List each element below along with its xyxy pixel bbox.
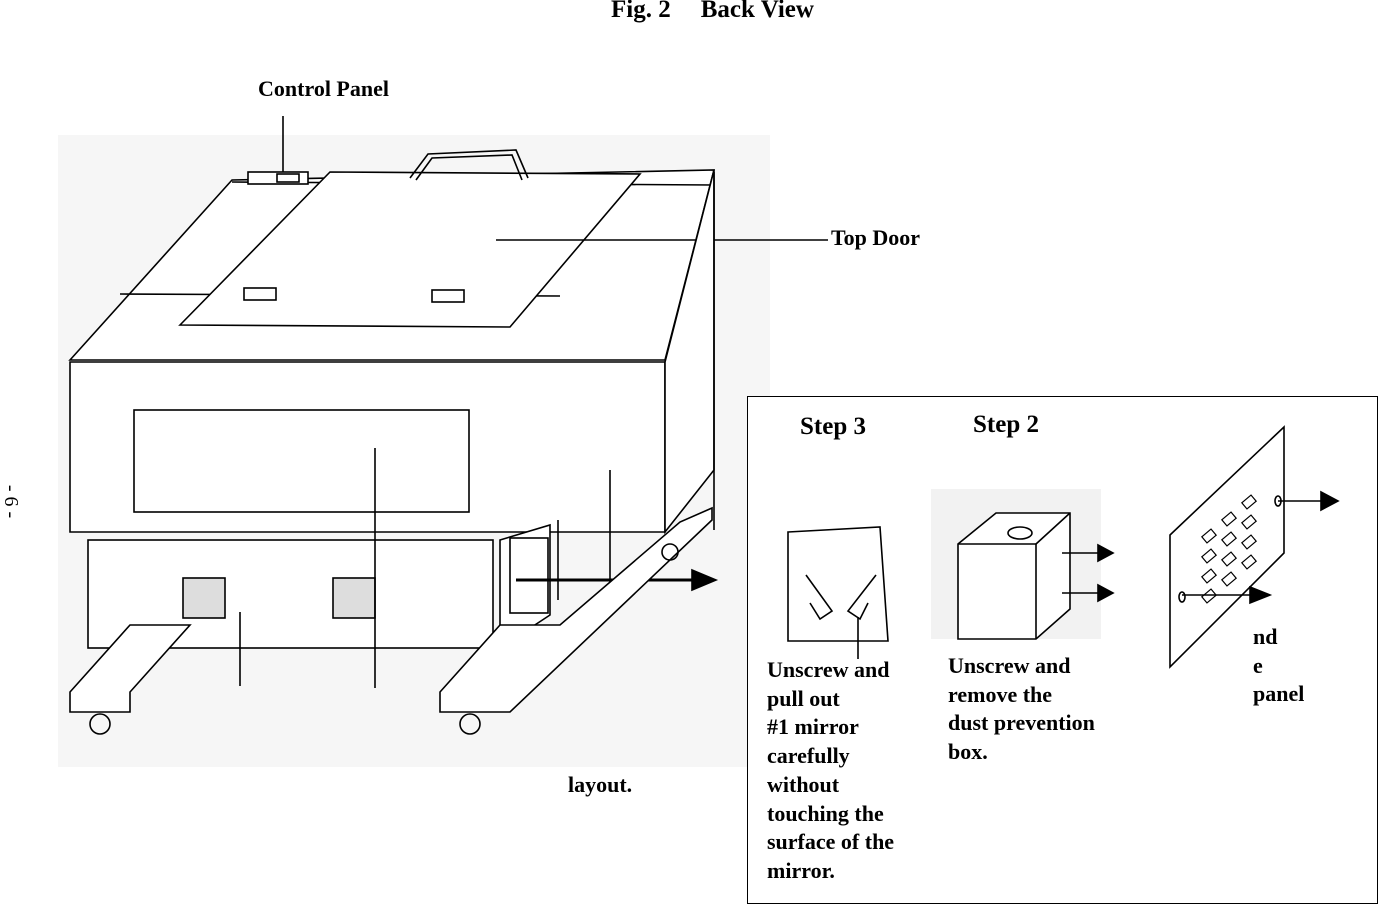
figure-number: Fig. 2: [611, 0, 671, 23]
dust-box-icon: [931, 489, 1115, 640]
step2-instructions: Unscrew and remove the dust prevention b…: [948, 653, 1095, 765]
mirror-mount-icon: [787, 526, 889, 659]
figure-name: Back View: [700, 0, 814, 23]
step1-instructions-fragment: nd e panel: [1253, 624, 1305, 707]
step3-instructions: Unscrew and pull out #1 mirror carefully…: [767, 657, 895, 883]
vent-panel-icon: [1169, 425, 1340, 669]
step2-heading: Step 2: [973, 411, 1039, 438]
control-panel-label: Control Panel: [258, 76, 389, 101]
steps-panel: Step 3 Step 2 Unscrew and pull out #1 mi…: [747, 396, 1378, 904]
step3-heading: Step 3: [800, 413, 866, 440]
top-door-label: Top Door: [831, 225, 921, 250]
layout-caption-fragment: layout.: [568, 772, 633, 797]
figure-title: Fig. 2 Back View: [611, 0, 814, 24]
